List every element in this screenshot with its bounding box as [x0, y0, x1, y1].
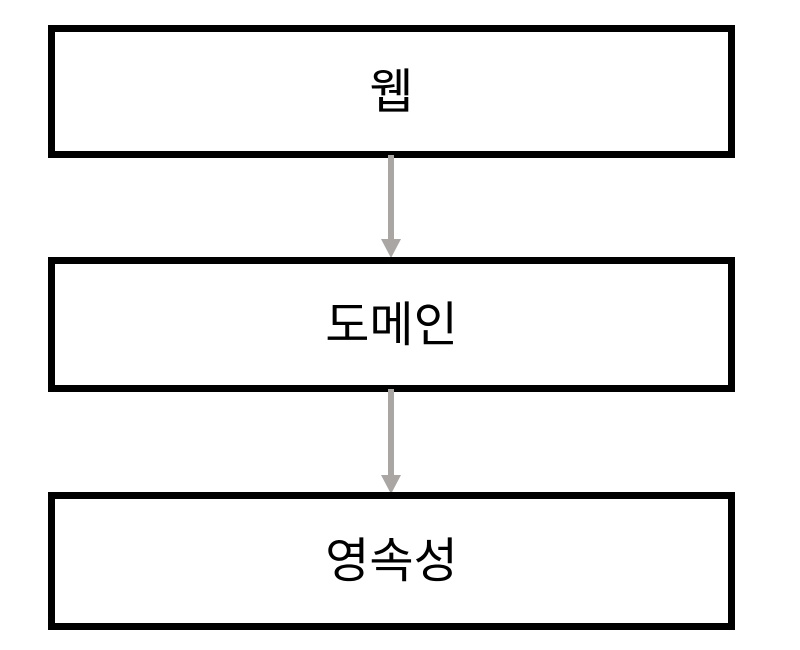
flow-node-web[interactable]: 웹	[48, 25, 735, 158]
flow-arrow-web-to-domain-head	[381, 239, 401, 258]
flow-arrow-domain-to-persistence	[381, 389, 401, 494]
flow-node-domain-label: 도메인	[325, 296, 458, 353]
flow-node-web-label: 웹	[369, 63, 414, 120]
flow-node-domain[interactable]: 도메인	[48, 257, 735, 392]
flow-node-persistence[interactable]: 영속성	[48, 492, 735, 630]
flow-node-persistence-label: 영속성	[325, 533, 458, 589]
flow-arrow-web-to-domain	[381, 155, 401, 258]
